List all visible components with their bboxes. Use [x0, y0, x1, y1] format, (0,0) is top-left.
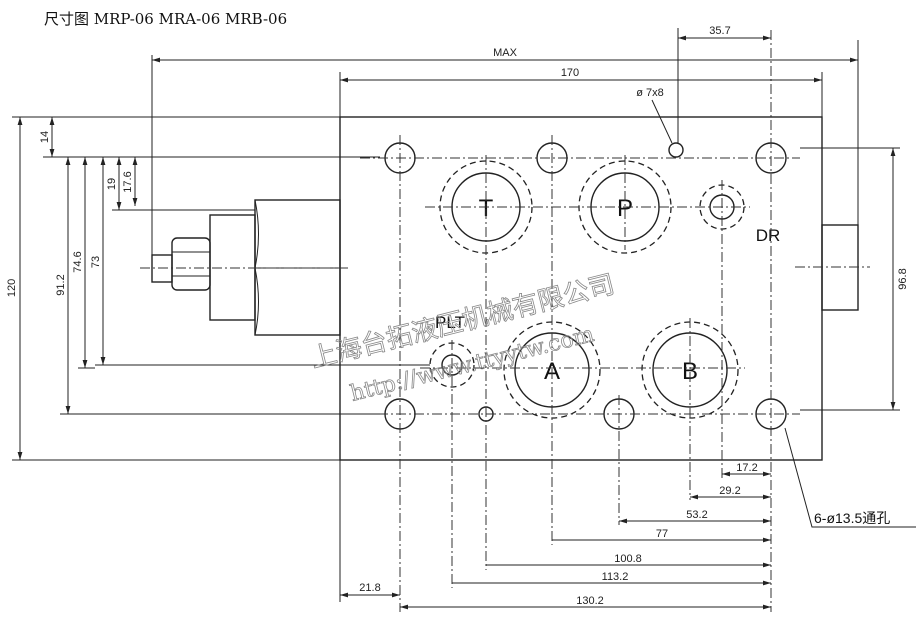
svg-text:17.6: 17.6	[122, 171, 134, 192]
svg-text:100.8: 100.8	[614, 553, 642, 565]
svg-text:77: 77	[656, 528, 668, 540]
watermark: 上海台拓液压机械有限公司 http://www.ttyytw.com	[307, 269, 618, 407]
svg-text:14: 14	[39, 131, 51, 143]
drawing-title: 尺寸图 MRP-06 MRA-06 MRB-06	[44, 10, 288, 28]
svg-text:P: P	[617, 195, 633, 222]
svg-text:130.2: 130.2	[576, 595, 604, 607]
dim-96-8: 96.8	[897, 268, 909, 289]
port-DR: DR	[699, 184, 781, 245]
bottom-dimensions: 17.2 29.2 53.2 77 100.8 113.2 130.2 21.8	[339, 460, 771, 610]
svg-text:91.2: 91.2	[55, 274, 67, 295]
dim-170: 170	[561, 67, 579, 79]
svg-text:74.6: 74.6	[72, 251, 84, 272]
svg-text:T: T	[479, 195, 494, 222]
relief-valve-adjuster	[140, 199, 350, 336]
svg-text:73: 73	[90, 256, 102, 268]
svg-text:PLT: PLT	[435, 313, 465, 332]
center-lines	[360, 30, 800, 612]
through-holes-note: 6-ø13.5通孔	[814, 510, 890, 526]
svg-text:17.2: 17.2	[736, 462, 757, 474]
svg-text:19: 19	[106, 178, 118, 190]
svg-text:B: B	[682, 358, 698, 385]
svg-text:DR: DR	[756, 226, 781, 245]
svg-text:53.2: 53.2	[686, 509, 707, 521]
dim-35-7: 35.7	[709, 25, 730, 37]
dim-max: MAX	[493, 47, 518, 59]
svg-text:120: 120	[6, 279, 18, 297]
left-dimensions: 120 14 91.2 74.6 73 19 17.6	[6, 116, 430, 461]
svg-text:113.2: 113.2	[602, 571, 629, 583]
svg-text:21.8: 21.8	[359, 582, 380, 594]
dim-small-hole: ø 7x8	[636, 87, 664, 99]
svg-text:29.2: 29.2	[719, 485, 740, 497]
